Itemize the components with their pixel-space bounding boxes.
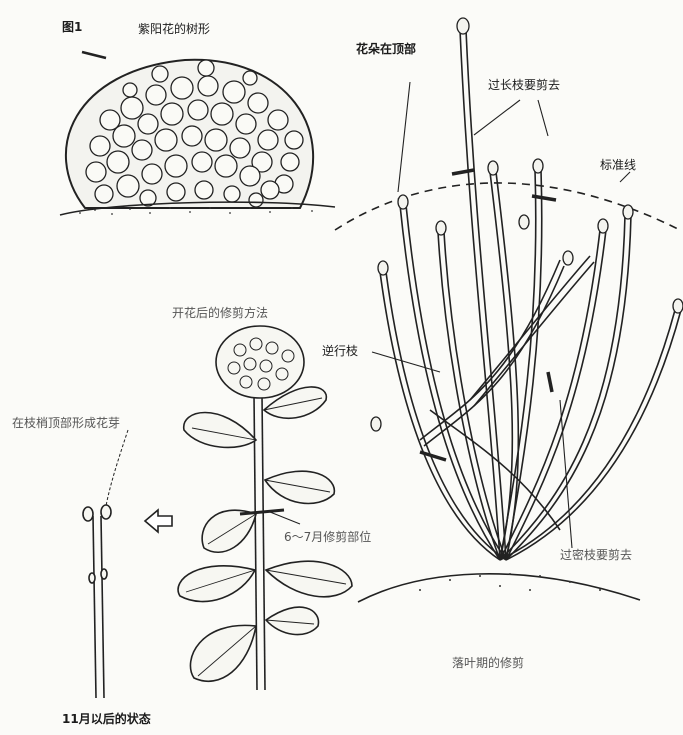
leaf-3 — [265, 471, 334, 503]
label-cut-dense-branches: 过密枝要剪去 — [560, 548, 632, 562]
leafy-stem — [178, 326, 352, 690]
leaf-1 — [184, 413, 256, 448]
label-reverse-branch: 逆行枝 — [322, 344, 358, 358]
ground-mound — [358, 574, 640, 602]
leader-bud-tip — [106, 430, 128, 506]
cut-mark-3 — [548, 372, 552, 392]
figure-label: 图1 — [62, 20, 82, 34]
label-hydrangea-shape: 紫阳花的树形 — [138, 22, 210, 36]
cut-mark-4 — [420, 452, 446, 460]
cut-mark-1 — [452, 170, 474, 174]
leaf-6 — [266, 561, 352, 597]
leader-long-branch-2 — [538, 100, 548, 136]
leaf-8 — [190, 625, 256, 681]
leader-june-july — [270, 512, 300, 524]
leader-long-branch-1 — [474, 100, 520, 135]
mid-bud-1 — [89, 573, 95, 583]
direction-arrow — [145, 510, 172, 532]
flower-head — [216, 326, 304, 398]
leaf-5 — [178, 566, 255, 602]
label-cut-long-branches: 过长枝要剪去 — [488, 78, 560, 92]
title-underline-mark — [82, 52, 106, 58]
hydrangea-dome — [60, 60, 335, 215]
leader-flower-top — [398, 82, 410, 192]
label-leaf-fall-pruning: 落叶期的修剪 — [452, 656, 524, 670]
tip-bud-right — [101, 505, 111, 519]
label-standard-line: 标准线 — [600, 158, 636, 172]
leader-standard — [620, 172, 630, 182]
label-bud-at-tip: 在枝梢顶部形成花芽 — [12, 416, 120, 430]
november-stem — [83, 430, 128, 698]
label-after-bloom-method: 开花后的修剪方法 — [172, 306, 268, 320]
tip-bud-left — [83, 507, 93, 521]
mid-bud-2 — [101, 569, 107, 579]
label-june-july-cut: 6～7月修剪部位 — [284, 530, 371, 544]
label-after-november: 11月以后的状态 — [62, 712, 151, 726]
leaf-fall-shrub — [335, 18, 683, 602]
label-flower-bud-top: 花朵在顶部 — [356, 42, 416, 56]
